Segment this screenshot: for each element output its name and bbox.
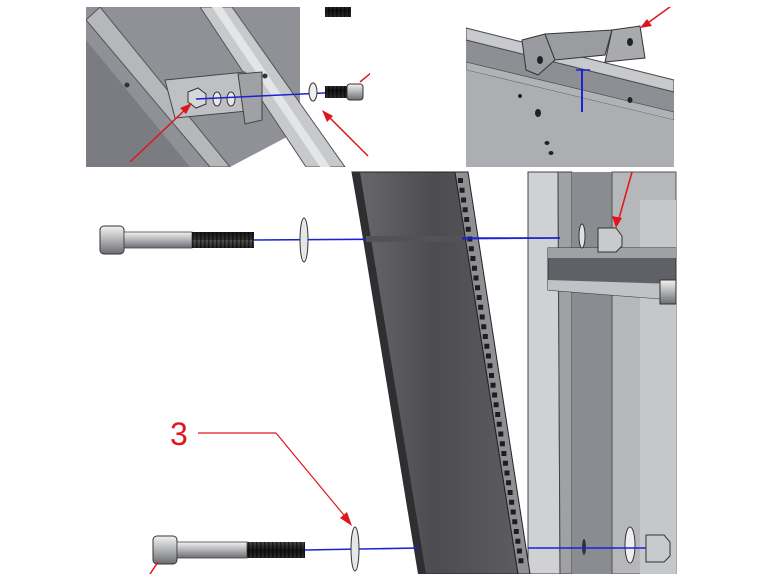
rail-slot xyxy=(473,275,479,281)
rail-slot xyxy=(518,558,524,564)
rail-slot xyxy=(462,207,468,213)
callout-3-leader xyxy=(198,432,352,526)
rail-slot xyxy=(482,334,488,339)
rail-slot xyxy=(516,548,522,554)
rail-slot xyxy=(478,304,484,310)
rail-slot xyxy=(461,197,467,203)
rail-slot xyxy=(501,451,507,456)
rail-slot xyxy=(471,265,477,271)
rail-slot xyxy=(492,392,498,398)
upper-washer xyxy=(299,217,309,263)
rail-slot xyxy=(490,382,496,388)
rail-slot xyxy=(496,421,502,427)
rail-slot xyxy=(487,363,493,369)
lower-axis-line xyxy=(304,547,419,551)
rail-slot xyxy=(464,217,470,222)
rail-slot xyxy=(504,470,510,476)
rail-slot xyxy=(485,353,491,359)
rail-slot xyxy=(459,187,465,193)
rail-slot xyxy=(458,178,463,183)
rail-slot xyxy=(506,480,512,486)
upper-bolt xyxy=(99,225,254,255)
rail-slot xyxy=(493,402,499,408)
arrow-nut xyxy=(617,171,633,223)
rail-slot xyxy=(515,538,521,544)
rail-slot xyxy=(475,285,481,291)
rail-slot xyxy=(510,509,516,515)
rail-slot xyxy=(489,373,494,378)
rail-slot xyxy=(481,324,487,330)
inset-top-left xyxy=(86,7,370,167)
rail-slot xyxy=(502,460,508,466)
lower-washer xyxy=(350,526,360,572)
rail-slot xyxy=(479,314,485,320)
rail-slot xyxy=(512,519,518,525)
rail-slot xyxy=(484,343,490,349)
rail-slot xyxy=(498,431,504,437)
rail-slot xyxy=(509,499,515,505)
rail-slot xyxy=(495,412,501,417)
rail-slot xyxy=(465,226,471,232)
callout-number-3: 3 xyxy=(170,416,188,452)
rail-slot xyxy=(513,529,519,534)
dark-rail xyxy=(351,171,531,575)
rail-slot xyxy=(507,490,513,495)
rail-slot xyxy=(476,295,482,300)
lower-bolt xyxy=(152,535,305,565)
main-view xyxy=(99,171,677,575)
rail-slot xyxy=(470,256,476,261)
inset-top-right xyxy=(466,7,674,167)
rail-slot xyxy=(468,246,474,252)
rail-slot xyxy=(499,441,505,447)
